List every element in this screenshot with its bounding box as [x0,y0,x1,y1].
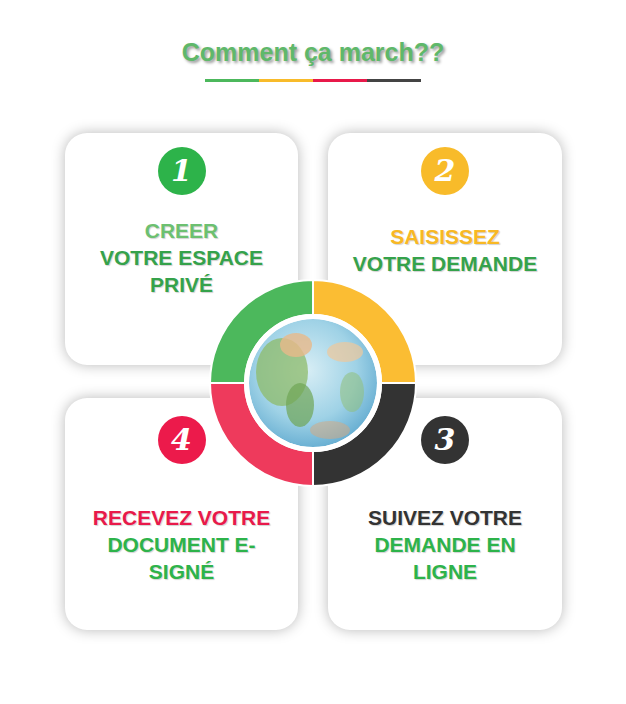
step-number: 2 [435,156,456,186]
step-label: SUIVEZ VOTREDEMANDE EN LIGNE [328,504,562,585]
step-text: DOCUMENT E-SIGNÉ [77,531,286,585]
step-text: SUIVEZ VOTRE [340,504,550,531]
step-number: 4 [171,425,192,455]
globe-land [327,342,363,362]
underline-yellow [259,79,313,82]
globe-sea [249,319,377,447]
number-badge: 4 [158,416,206,464]
step-text: SAISISSEZ [340,223,550,250]
underline-dark [367,79,421,82]
step-number: 3 [435,425,456,455]
number-badge: 2 [421,147,469,195]
globe-land [340,372,364,412]
step-text: VOTRE ESPACE PRIVÉ [77,244,286,298]
number-badge: 3 [421,416,469,464]
globe [249,319,377,447]
underline-red [313,79,367,82]
step-label: SAISISSEZVOTRE DEMANDE [328,223,562,277]
number-badge: 1 [158,147,206,195]
step-label: CREERVOTRE ESPACE PRIVÉ [65,217,298,298]
title-block: Comment ça march?? [0,38,626,67]
title: Comment ça march?? [182,38,445,66]
step-text: RECEVEZ VOTRE [77,504,286,531]
globe-border [244,314,382,452]
step-text: VOTRE DEMANDE [340,250,550,277]
step-number: 1 [171,156,192,186]
globe-land [310,421,350,439]
globe-land [280,333,312,357]
step-text: CREER [77,217,286,244]
globe-land [286,383,314,427]
underline-green [205,79,259,82]
step-text: DEMANDE EN LIGNE [340,531,550,585]
step-label: RECEVEZ VOTREDOCUMENT E-SIGNÉ [65,504,298,585]
